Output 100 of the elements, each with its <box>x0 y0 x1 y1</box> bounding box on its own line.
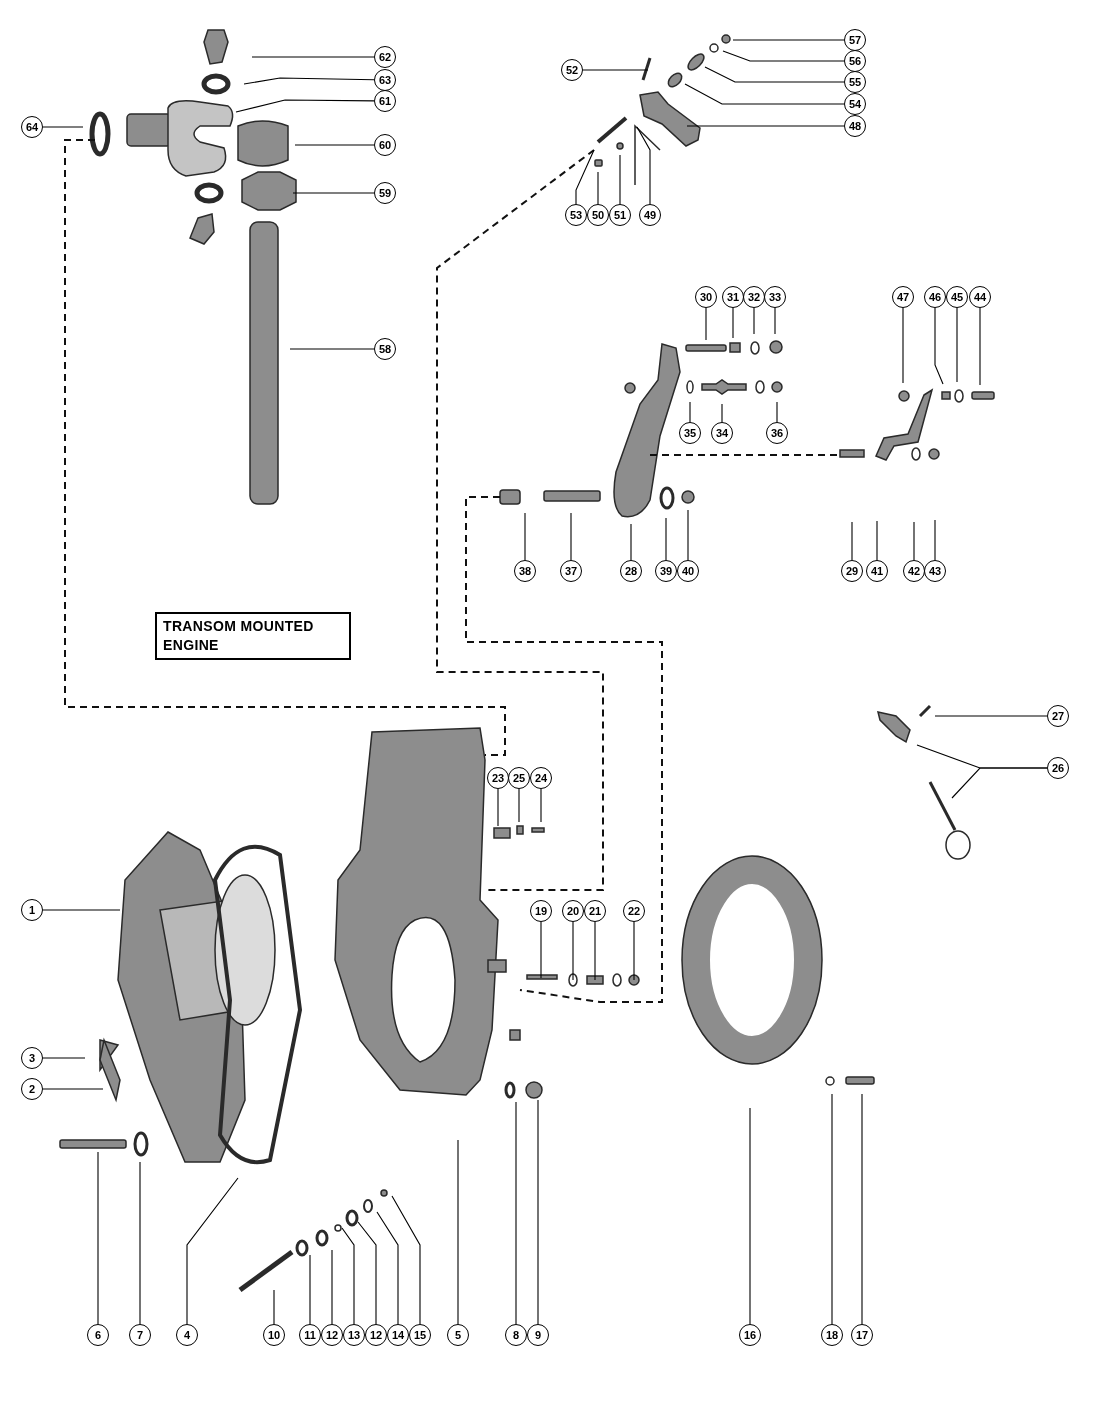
callout-number: 32 <box>743 286 765 308</box>
leader-line <box>732 307 734 339</box>
leader-line <box>753 307 755 335</box>
callout-number: 31 <box>722 286 744 308</box>
leader-line <box>619 154 621 205</box>
leader-line <box>42 1057 86 1059</box>
callout-number: 20 <box>562 900 584 922</box>
callout-number: 5 <box>447 1324 469 1346</box>
callout-number: 47 <box>892 286 914 308</box>
callout-number: 23 <box>487 767 509 789</box>
leader-line <box>934 715 1048 717</box>
callout-number: 64 <box>21 116 43 138</box>
callout-number: 28 <box>620 560 642 582</box>
callout-number: 34 <box>711 422 733 444</box>
callout-number: 14 <box>387 1324 409 1346</box>
leader-line <box>721 403 723 423</box>
leader-line <box>684 83 845 105</box>
leader-line <box>956 307 958 383</box>
callout-number: 30 <box>695 286 717 308</box>
callout-number: 15 <box>409 1324 431 1346</box>
callout-number: 21 <box>584 900 606 922</box>
leader-line <box>686 125 845 127</box>
callout-number: 24 <box>530 767 552 789</box>
leader-line <box>537 1099 539 1325</box>
callout-number: 27 <box>1047 705 1069 727</box>
leader-line <box>341 1227 355 1325</box>
callout-number: 59 <box>374 182 396 204</box>
leader-line <box>630 523 632 561</box>
callout-number: 48 <box>844 115 866 137</box>
callout-number: 46 <box>924 286 946 308</box>
leader-line <box>515 1101 517 1325</box>
leader-line <box>851 521 853 561</box>
callout-number: 63 <box>374 69 396 91</box>
callout-number: 12 <box>365 1324 387 1346</box>
callout-number: 7 <box>129 1324 151 1346</box>
callout-number: 22 <box>623 900 645 922</box>
callout-number: 49 <box>639 204 661 226</box>
leader-line <box>597 171 599 205</box>
leader-line <box>570 512 572 561</box>
callout-number: 43 <box>924 560 946 582</box>
leader-line <box>665 517 667 561</box>
leader-line <box>687 509 689 561</box>
leader-line <box>357 1221 377 1325</box>
leader-line <box>636 126 651 205</box>
callout-number: 6 <box>87 1324 109 1346</box>
leader-line <box>42 1088 104 1090</box>
callout-number: 51 <box>609 204 631 226</box>
callout-number: 8 <box>505 1324 527 1346</box>
callout-number: 42 <box>903 560 925 582</box>
callout-number: 19 <box>530 900 552 922</box>
leader-line <box>540 921 542 979</box>
leader-line <box>97 1151 99 1325</box>
leader-line <box>979 307 981 386</box>
leader-line <box>186 1177 239 1325</box>
leader-line <box>331 1249 333 1325</box>
leader-line <box>722 50 845 62</box>
callout-number: 57 <box>844 29 866 51</box>
callout-number: 53 <box>565 204 587 226</box>
leader-line <box>251 56 375 58</box>
callout-number: 18 <box>821 1324 843 1346</box>
leader-line <box>235 99 375 113</box>
leader-line <box>540 788 542 823</box>
callout-number: 61 <box>374 90 396 112</box>
leader-line <box>497 788 499 827</box>
callout-number: 41 <box>866 560 888 582</box>
callout-number: 3 <box>21 1047 43 1069</box>
leader-line <box>292 192 375 194</box>
callout-number: 38 <box>514 560 536 582</box>
callout-number: 13 <box>343 1324 365 1346</box>
leader-line <box>704 66 845 83</box>
callout-number: 16 <box>739 1324 761 1346</box>
leader-line <box>518 788 520 823</box>
leader-line <box>594 921 596 981</box>
leader-line <box>457 1139 459 1325</box>
leader-line <box>902 307 904 384</box>
callout-number: 4 <box>176 1324 198 1346</box>
note-box: TRANSOM MOUNTED ENGINE <box>155 612 351 660</box>
callout-number: 12 <box>321 1324 343 1346</box>
leader-line <box>861 1093 863 1325</box>
leader-line <box>732 39 845 41</box>
leader-line <box>42 909 121 911</box>
leader-line <box>876 520 878 561</box>
callout-number: 40 <box>677 560 699 582</box>
callout-number: 54 <box>844 93 866 115</box>
callout-number: 44 <box>969 286 991 308</box>
leader-line <box>776 401 778 423</box>
callout-number: 60 <box>374 134 396 156</box>
leader-line <box>831 1093 833 1325</box>
leader-line <box>951 767 1048 799</box>
callout-number: 29 <box>841 560 863 582</box>
leader-line <box>934 307 944 385</box>
callout-number: 10 <box>263 1324 285 1346</box>
leader-line <box>913 521 915 561</box>
callout-number: 35 <box>679 422 701 444</box>
callout-number: 11 <box>299 1324 321 1346</box>
callout-number: 52 <box>561 59 583 81</box>
leader-line <box>139 1161 141 1325</box>
leader-line <box>309 1254 311 1325</box>
callout-number: 39 <box>655 560 677 582</box>
callout-number: 25 <box>508 767 530 789</box>
